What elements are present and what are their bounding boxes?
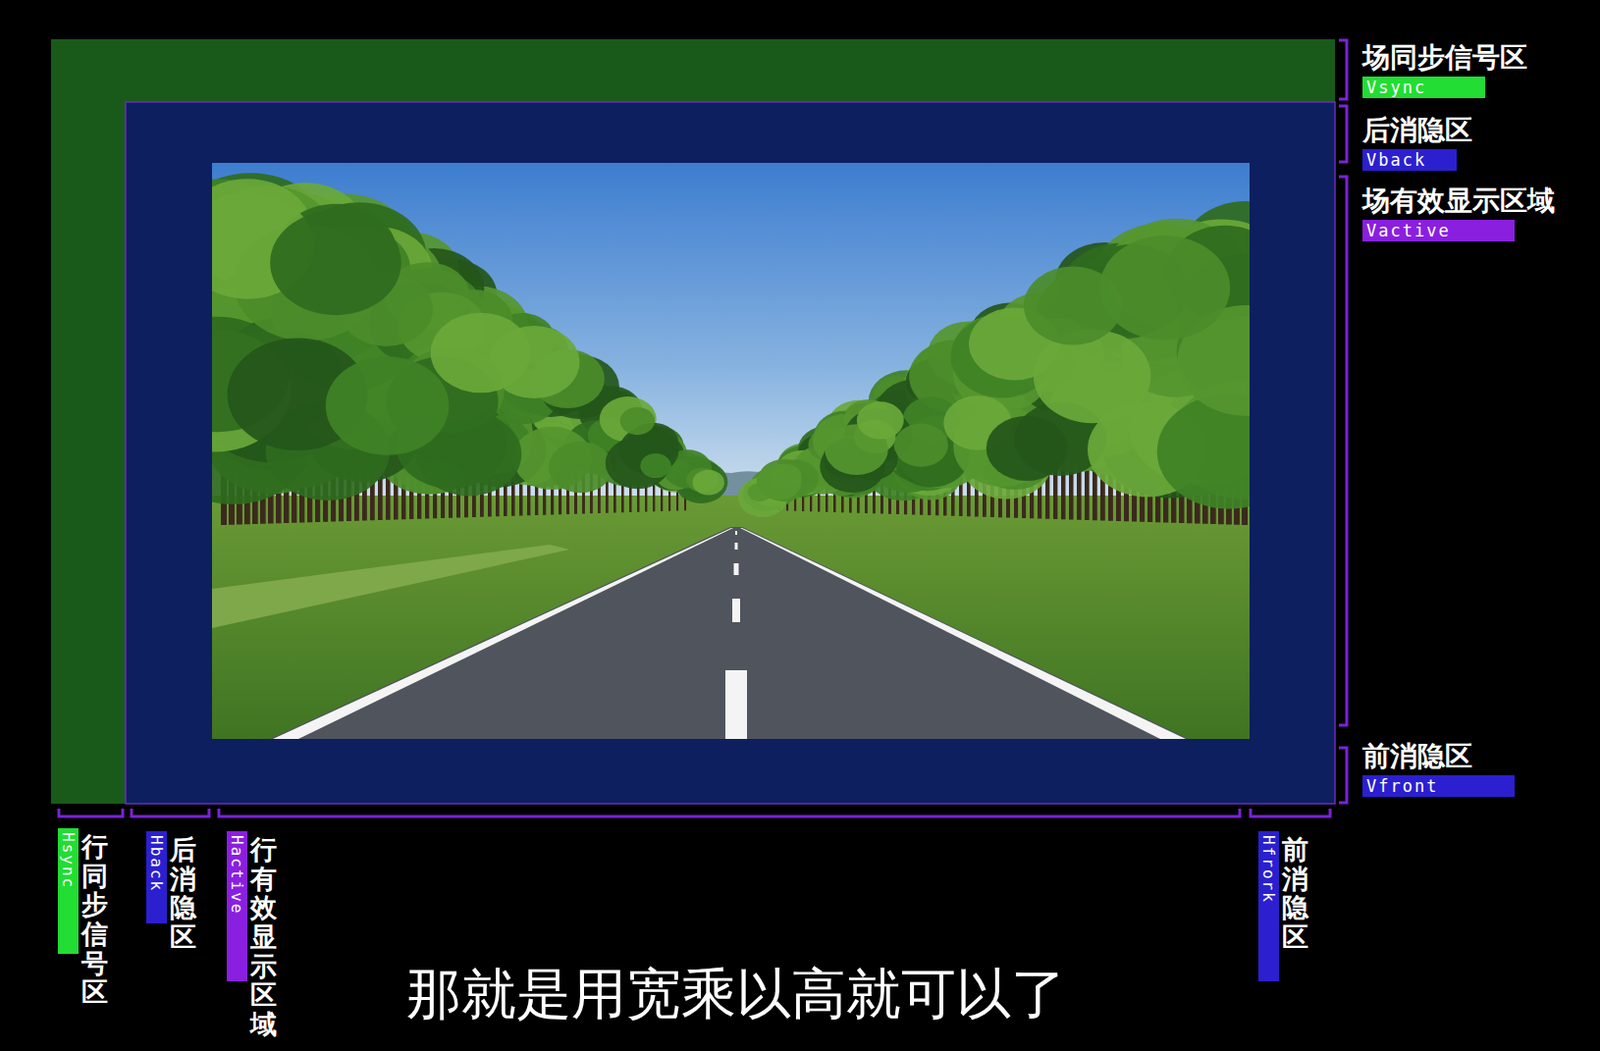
road-photo <box>212 162 1250 740</box>
region-name: 场同步信号区 <box>1362 41 1528 75</box>
region-label: 后消隐区Vback <box>1362 113 1473 171</box>
region-label: Hsync行同步信号区 <box>57 828 108 1008</box>
road-photo <box>1099 235 1230 340</box>
bracket <box>1338 176 1347 726</box>
road-photo <box>1023 266 1122 345</box>
region-name: 行有效显示区域 <box>250 835 277 1040</box>
road-photo <box>756 464 802 501</box>
road-photo <box>548 441 613 493</box>
bracket <box>131 808 210 817</box>
signal-badge: Hsync <box>57 828 79 955</box>
road-photo <box>212 172 1250 518</box>
signal-badge: Hfrork <box>1258 831 1280 982</box>
region-name: 行同步信号区 <box>81 832 108 1008</box>
bracket <box>218 808 1240 817</box>
road-photo <box>620 407 655 435</box>
region-name: 后消隐区 <box>1362 113 1473 148</box>
road-photo <box>692 470 724 496</box>
road-photo <box>735 531 738 535</box>
signal-name: Vactive <box>1362 219 1515 242</box>
bracket <box>58 40 1347 817</box>
road-photo <box>725 670 747 740</box>
region-label: 场有效显示区域Vactive <box>1362 184 1555 242</box>
signal-name: Vback <box>1362 149 1457 171</box>
bracket <box>58 808 123 817</box>
road-photo <box>212 544 570 629</box>
region-label: 前消隐区Vfront <box>1362 740 1515 798</box>
bracket <box>1338 747 1347 803</box>
signal-name: Vsync <box>1362 76 1486 99</box>
signal-name: Hactive <box>226 835 248 915</box>
sync-region <box>51 39 1335 804</box>
bracket <box>1338 40 1347 100</box>
signal-name: Hfrork <box>1258 835 1280 905</box>
signal-name: Vfront <box>1362 775 1515 798</box>
region-name: 前消隐区 <box>1281 835 1309 953</box>
bracket <box>1338 106 1347 162</box>
subtitle-caption: 那就是用宽乘以高就可以了 <box>323 958 1149 1033</box>
road-photo <box>430 313 532 394</box>
road-photo <box>212 162 1250 502</box>
road-photo <box>768 463 801 490</box>
road-photo <box>735 542 739 550</box>
road-photo <box>894 424 949 468</box>
signal-name: Hsync <box>57 832 79 890</box>
road-photo <box>272 528 734 740</box>
road-photo <box>740 528 1186 740</box>
road-photo <box>732 598 741 623</box>
region-label: Hfrork前消隐区 <box>1258 831 1309 982</box>
bracket <box>1250 808 1331 817</box>
region-name: 场有效显示区域 <box>1362 184 1555 218</box>
signal-badge: Hactive <box>226 831 248 982</box>
region-name: 前消隐区 <box>1362 740 1473 774</box>
signal-name: Hback <box>146 835 167 893</box>
signal-badge: Hback <box>146 831 167 924</box>
region-label: Hactive行有效显示区域 <box>226 831 277 1040</box>
road-photo <box>269 527 1189 740</box>
region-label: Hback后消隐区 <box>146 831 197 953</box>
region-label: 场同步信号区Vsync <box>1362 41 1528 99</box>
road-photo <box>605 436 671 489</box>
road-photo <box>652 483 655 512</box>
road-photo <box>325 356 450 456</box>
road-photo <box>640 453 671 479</box>
road-photo <box>269 210 402 316</box>
road-photo <box>856 401 905 439</box>
region-name: 后消隐区 <box>169 835 197 953</box>
road-photo <box>734 563 740 576</box>
road-photo <box>986 416 1068 481</box>
road-photo <box>212 495 1250 740</box>
blanking-region <box>125 102 1335 804</box>
